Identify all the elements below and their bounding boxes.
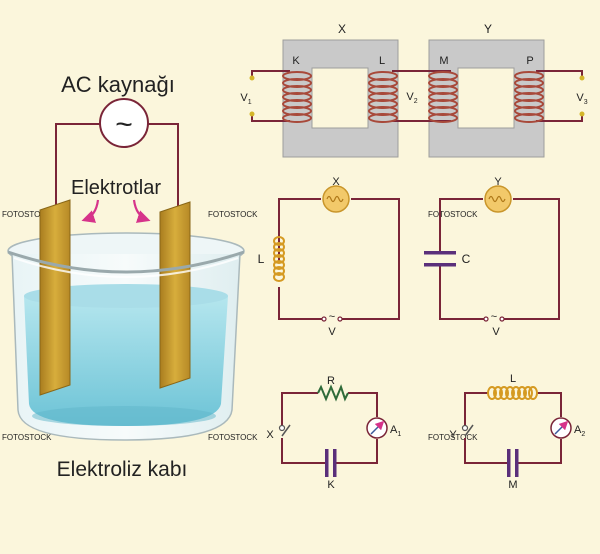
ammeter-needle — [370, 420, 385, 435]
capacitor-k-label: K — [327, 479, 335, 491]
switch-terminal — [461, 424, 469, 432]
lamp-y-label: Y — [494, 176, 502, 188]
coil-m-label: M — [439, 55, 448, 67]
coil-l — [368, 71, 398, 123]
coil-m — [428, 71, 458, 123]
ac-tilde-icon: ~ — [491, 311, 497, 323]
inductor-l-icon — [487, 386, 538, 400]
source-terminal — [321, 316, 327, 322]
circuit-wire — [439, 198, 560, 320]
circuit-resistor-ammeter: R A1 X K — [266, 375, 401, 491]
source-terminal — [483, 316, 489, 322]
voltage-v2-label: V2 — [406, 91, 417, 105]
ammeter-a2-label: A2 — [574, 424, 585, 438]
switch-y-label: Y — [449, 429, 457, 441]
container-rim-front — [7, 250, 245, 274]
core-x-label: X — [338, 22, 346, 36]
source-terminal — [499, 316, 505, 322]
left-electrode — [39, 199, 71, 396]
core-y-label: Y — [484, 22, 492, 36]
resistor-icon — [317, 384, 349, 402]
lamp-y-icon — [484, 185, 512, 213]
coil-k-label: K — [292, 55, 300, 67]
coil-l-label: L — [379, 55, 385, 67]
coil-k — [282, 71, 312, 123]
electrodes-label: Elektrotlar — [71, 177, 161, 199]
resistor-r-label: R — [327, 375, 335, 387]
primary-wires — [251, 70, 290, 122]
ac-source-symbol — [99, 98, 149, 148]
ammeter-a1-label: A1 — [390, 424, 401, 438]
voltage-v1-label: V1 — [240, 92, 251, 106]
right-wire — [148, 123, 179, 212]
inductor-l-icon — [273, 236, 285, 282]
ac-source-label: AC kaynağı — [61, 72, 175, 97]
container-rim-highlight — [13, 257, 239, 278]
circuit-wire — [281, 392, 378, 464]
circuit-wire — [278, 198, 400, 320]
watermark-text: FOTOSTOCK — [2, 210, 52, 219]
right-pointer-arrow — [132, 199, 151, 223]
electrolysis-setup: AC kaynağı ~ Elektrotlar Elektroliz kabı — [7, 72, 245, 481]
lamp-x-icon — [322, 185, 350, 213]
switch-x-label: X — [266, 429, 274, 441]
switch-x-icon — [281, 424, 291, 437]
coil-p — [514, 71, 544, 123]
liquid-bottom — [32, 406, 216, 426]
lamp-filament — [326, 195, 344, 203]
circuit-inductor-lamp: X L ~ V — [258, 176, 400, 338]
ammeter-needle — [554, 420, 569, 435]
source-terminal — [337, 316, 343, 322]
capacitor-c-label: C — [462, 252, 471, 266]
terminal-dot — [249, 111, 255, 117]
inductor-l-label: L — [510, 373, 516, 385]
capacitor-plate — [515, 449, 519, 477]
capacitor-plate — [424, 263, 456, 267]
source-v-label: V — [492, 326, 500, 338]
watermark-text: FOTOSTOCK — [2, 433, 52, 442]
capacitor-m-label: M — [508, 479, 517, 491]
lamp-x-label: X — [332, 176, 340, 188]
electrolysis-container-label: Elektroliz kabı — [57, 458, 188, 481]
transformer-core-y — [428, 39, 545, 158]
left-pointer-arrow — [81, 199, 100, 223]
watermark-text: FOTOSTOCK — [208, 433, 258, 442]
watermark-text: FOTOSTOCK — [208, 210, 258, 219]
circuit-wire — [464, 392, 562, 464]
capacitor-plate — [333, 449, 337, 477]
capacitor-plate — [424, 251, 456, 255]
switch-terminal — [278, 424, 286, 432]
left-wire — [55, 123, 100, 210]
coil-p-label: P — [526, 55, 533, 67]
transformer-diagram: X Y K L M P V1 V2 V3 — [240, 22, 588, 158]
secondary-wires — [536, 70, 583, 122]
terminal-dot — [579, 111, 585, 117]
ac-tilde-icon: ~ — [329, 311, 335, 323]
ac-tilde-icon: ~ — [115, 108, 133, 141]
lamp-filament — [488, 195, 506, 203]
watermark-text: FOTOSTOCK — [428, 210, 478, 219]
watermark-text: FOTOSTOCK — [428, 433, 478, 442]
source-v-label: V — [328, 326, 336, 338]
circuit-capacitor-lamp: Y C ~ V — [424, 176, 560, 338]
inductor-l-label: L — [258, 252, 265, 266]
switch-y-icon — [464, 424, 474, 437]
right-electrode — [159, 201, 191, 389]
capacitor-plate — [325, 449, 329, 477]
voltage-v3-label: V3 — [576, 92, 587, 106]
terminal-dot — [249, 75, 255, 81]
capacitor-plate — [507, 449, 511, 477]
circuit-inductor-ammeter: L A2 Y M — [449, 373, 585, 491]
terminal-dot — [579, 75, 585, 81]
